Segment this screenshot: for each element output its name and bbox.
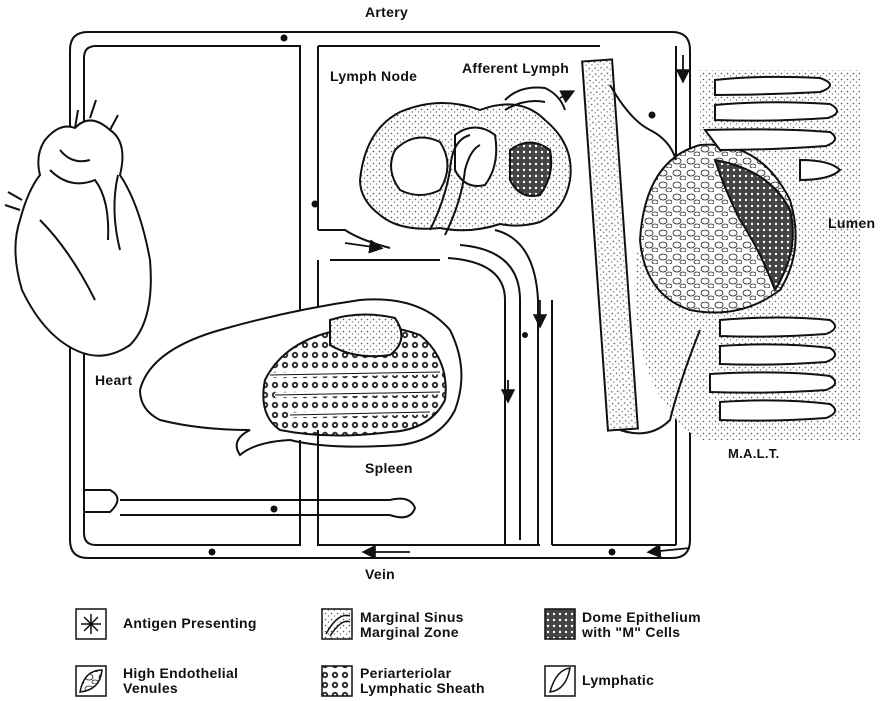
periarteriolar-sheath-icon: [322, 666, 352, 696]
spleen-illustration: [140, 299, 461, 500]
artery-label: Artery: [365, 4, 408, 20]
marginal-sinus-icon: [322, 609, 352, 639]
vein-label: Vein: [365, 566, 395, 582]
legend-dome-epithelium: Dome Epithelium with "M" Cells: [582, 610, 701, 640]
spleen-label: Spleen: [365, 460, 413, 476]
legend-lymphatic: Lymphatic: [582, 673, 654, 688]
heart-illustration: [5, 100, 151, 356]
malt-label: M.A.L.T.: [728, 446, 780, 461]
dome-epithelium-icon: [545, 609, 575, 639]
malt-illustration: [582, 59, 860, 440]
legend-periarteriolar-sheath: Periarteriolar Lymphatic Sheath: [360, 666, 485, 696]
lymph-node-illustration: [360, 88, 571, 236]
afferent-lymph-label: Afferent Lymph: [462, 60, 569, 76]
heart-label: Heart: [95, 372, 132, 388]
lumen-label: Lumen: [828, 215, 875, 231]
lymph-node-label: Lymph Node: [330, 68, 417, 84]
legend-marginal-sinus: Marginal Sinus Marginal Zone: [360, 610, 464, 640]
legend-high-endothelial-venules: High Endothelial Venules: [123, 666, 238, 696]
legend-antigen-presenting: Antigen Presenting: [123, 616, 257, 631]
